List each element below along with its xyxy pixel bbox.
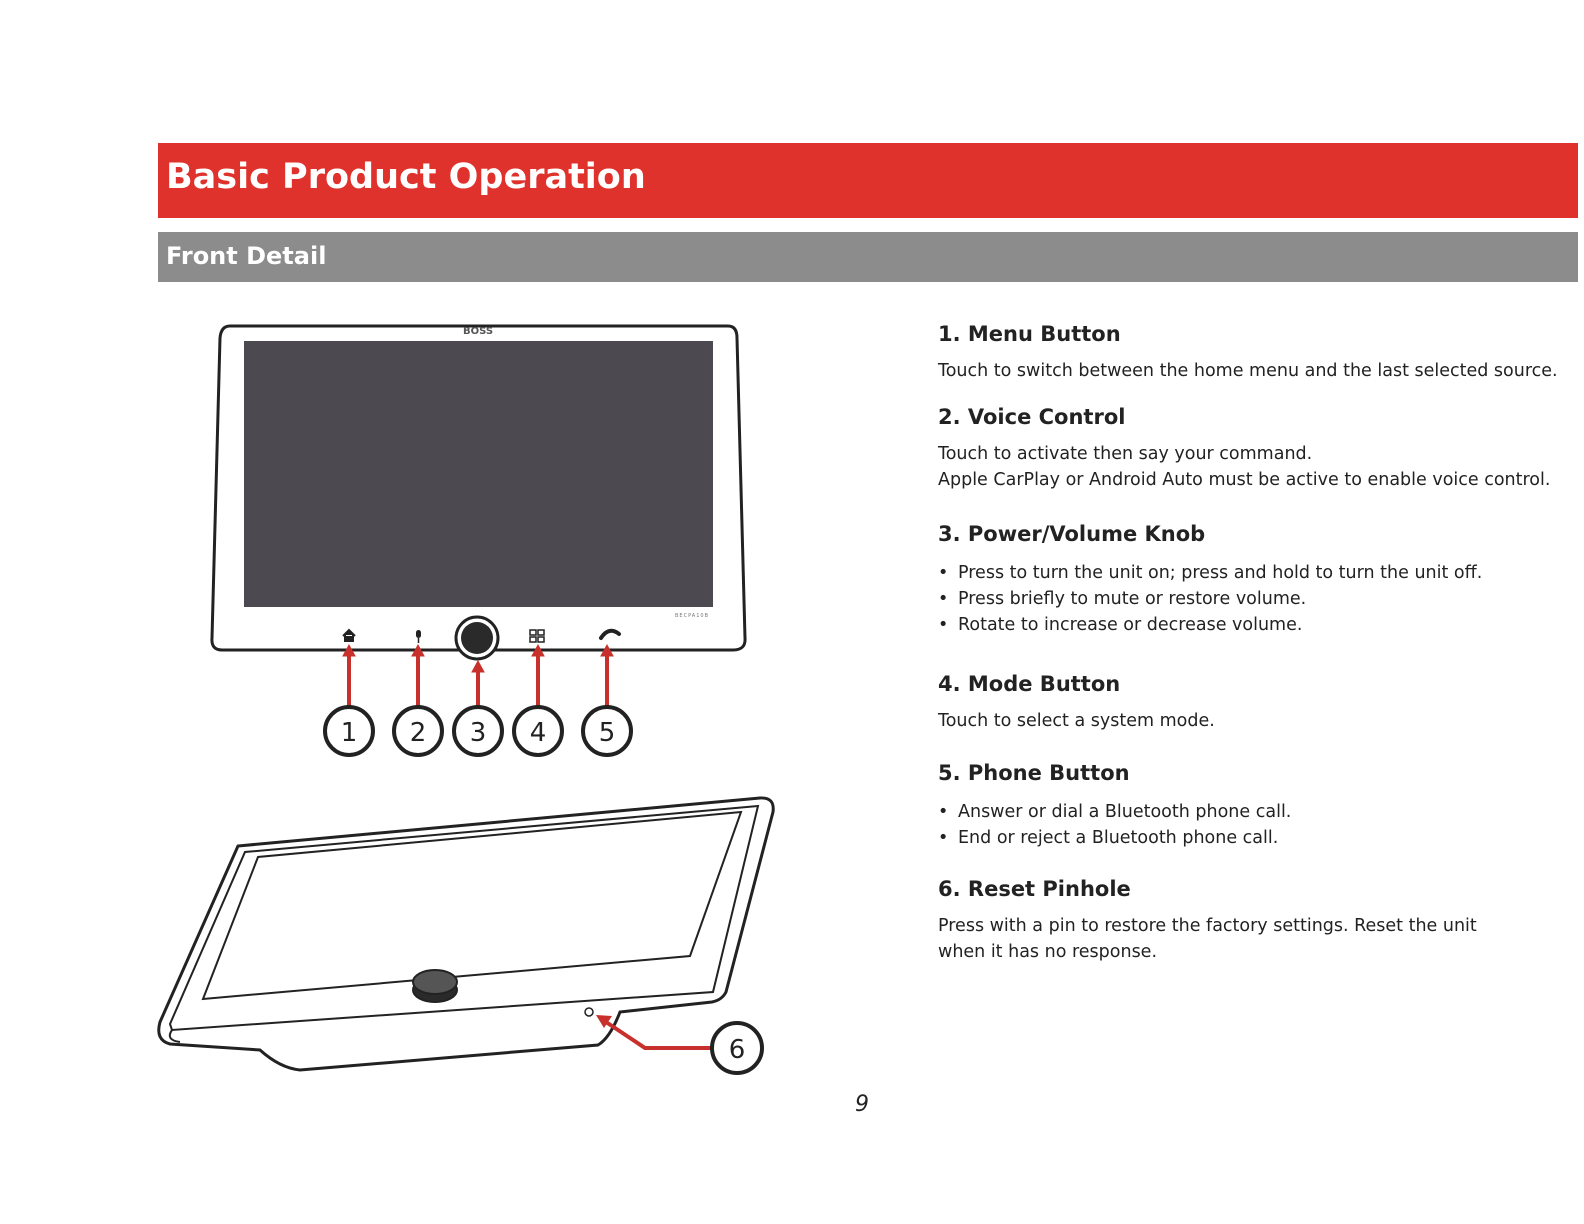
svg-text:1: 1 [341,718,358,748]
item-heading: 1. Menu Button [938,322,1121,346]
item-heading: 6. Reset Pinhole [938,877,1131,901]
knob-icon[interactable] [454,615,500,661]
phone-icon[interactable] [599,628,621,640]
item-phone-button: 5. Phone Button Answer or dial a Bluetoo… [938,761,1578,851]
item-menu-button: 1. Menu Button Touch to switch between t… [938,322,1578,384]
item-line: when it has no response. [938,942,1158,962]
callout-4: 4 [512,705,564,757]
section-title: Front Detail [166,242,327,270]
home-icon[interactable] [342,628,356,642]
item-text: Touch to select a system mode. [938,711,1215,731]
microphone-icon[interactable] [416,630,421,643]
page-number: 9 [855,1092,869,1117]
bullet-list: Press to turn the unit on; press and hol… [938,560,1578,638]
item-mode-button: 4. Mode Button Touch to select a system … [938,672,1578,734]
mode-grid-icon[interactable] [529,629,545,643]
page-title: Basic Product Operation [166,157,646,197]
list-item: End or reject a Bluetooth phone call. [938,825,1578,851]
callout-2: 2 [392,705,444,757]
item-text: Touch to switch between the home menu an… [938,361,1558,381]
model-label: BECPA10B [675,613,709,619]
item-voice-control: 2. Voice Control Touch to activate then … [938,405,1578,493]
list-item: Press to turn the unit on; press and hol… [938,560,1578,586]
bullet-list: Answer or dial a Bluetooth phone call. E… [938,799,1578,851]
callout-5: 5 [581,705,633,757]
item-line: Apple CarPlay or Android Auto must be ac… [938,470,1551,490]
device-illustration: BOSS BECPA10B 1 [157,324,775,1075]
item-heading: 5. Phone Button [938,761,1130,785]
callout-arrows [342,643,614,706]
item-text: Touch to activate then say your command.… [938,441,1578,493]
list-item: Press briefly to mute or restore volume. [938,586,1578,612]
item-power-volume-knob: 3. Power/Volume Knob Press to turn the u… [938,522,1578,638]
svg-text:2: 2 [410,718,427,748]
item-heading: 4. Mode Button [938,672,1121,696]
svg-text:3: 3 [470,718,487,748]
pinhole-icon[interactable] [584,1007,594,1017]
angled-knob-icon [412,969,458,1003]
item-heading: 2. Voice Control [938,405,1126,429]
item-line: Touch to activate then say your command. [938,444,1313,464]
brand-logo: BOSS [463,326,493,337]
device-angled-view [157,796,775,1072]
list-item: Rotate to increase or decrease volume. [938,612,1578,638]
list-item: Answer or dial a Bluetooth phone call. [938,799,1578,825]
item-reset-pinhole: 6. Reset Pinhole Press with a pin to res… [938,877,1578,965]
callout-6: 6 [710,1021,764,1075]
device-screen [244,341,713,607]
svg-text:6: 6 [729,1035,746,1065]
svg-text:4: 4 [530,718,547,748]
subtitle-banner: Front Detail [158,232,1578,282]
callout-arrow-6 [596,1015,711,1050]
item-text: Press with a pin to restore the factory … [938,913,1578,965]
item-line: Press with a pin to restore the factory … [938,916,1477,936]
svg-text:5: 5 [599,718,616,748]
callout-3: 3 [452,705,504,757]
title-banner: Basic Product Operation [158,143,1578,218]
item-heading: 3. Power/Volume Knob [938,522,1206,546]
callout-1: 1 [323,705,375,757]
